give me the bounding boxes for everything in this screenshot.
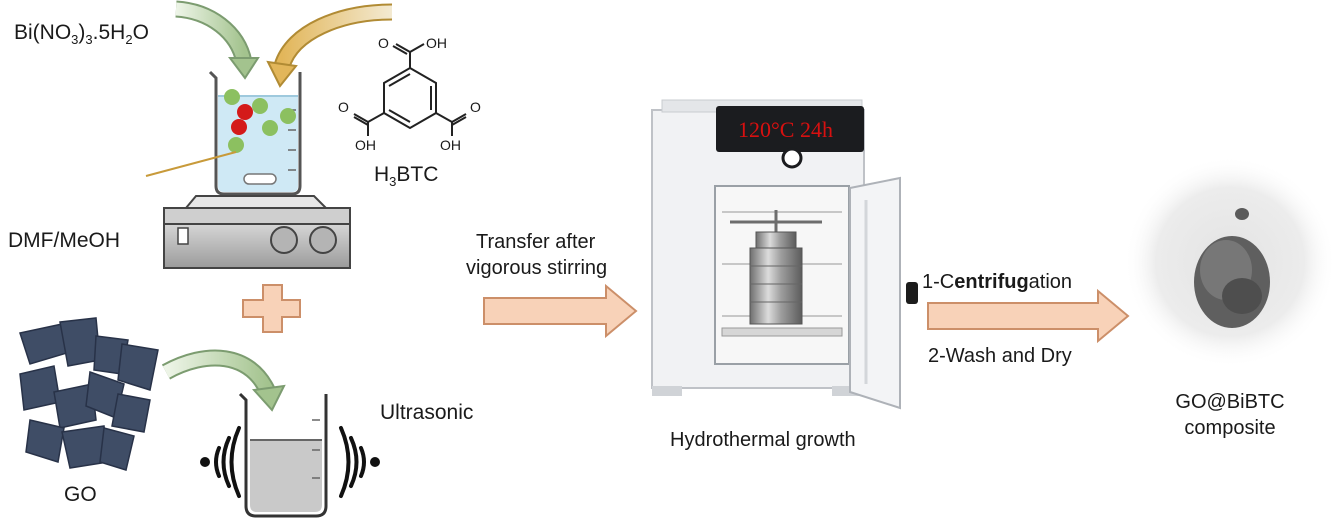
curved-arrow-bismuth-icon: [175, 0, 260, 80]
o-label-top: O: [378, 35, 389, 51]
go-sheets-icon: [19, 317, 159, 471]
oh-label-left: OH: [355, 137, 376, 153]
autoclave-reactor-icon: [730, 210, 822, 325]
oh-label-top: OH: [426, 35, 447, 51]
post-processing-arrow-icon: [927, 288, 1130, 344]
transfer-label-line1: Transfer after: [476, 231, 596, 253]
hydrothermal-caption: Hydrothermal growth: [670, 429, 856, 451]
curved-arrow-go-icon: [161, 349, 286, 412]
bismuth-nitrate-label: Bi(NO3)3.5H2O: [14, 21, 149, 48]
product-label-line1: GO@BiBTC: [1175, 391, 1285, 413]
h3btc-label: H3BTC: [374, 163, 439, 190]
reagent-particles: [224, 89, 296, 153]
h3btc-structure-icon: [353, 43, 467, 136]
wash-dry-label: 2-Wash and Dry: [928, 345, 1072, 367]
centrifugation-label: 1-Centrifugation: [922, 271, 1073, 293]
plus-icon: [242, 284, 301, 333]
product-label-line2: composite: [1184, 417, 1276, 439]
oven-display-text: 120°C 24h: [738, 117, 833, 142]
sound-waves-left-icon: [200, 426, 241, 498]
o-label-left: O: [338, 99, 349, 115]
hotplate-stirrer-icon: [163, 195, 351, 269]
oh-label-right: OH: [440, 137, 461, 153]
transfer-arrow-icon: [483, 283, 638, 339]
transfer-label-line2: vigorous stirring: [466, 257, 608, 279]
sound-waves-right-icon: [339, 426, 380, 498]
solvent-pointer-line: [145, 151, 237, 177]
ultrasonic-beaker: [238, 392, 328, 518]
curved-arrow-linker-icon: [266, 3, 393, 88]
go-label: GO: [64, 483, 97, 506]
composite-powder-image: [1124, 156, 1335, 368]
reaction-beaker: [208, 70, 302, 196]
ultrasonic-label: Ultrasonic: [380, 401, 474, 424]
solvent-label: DMF/MeOH: [8, 229, 120, 252]
o-label-right: O: [470, 99, 481, 115]
